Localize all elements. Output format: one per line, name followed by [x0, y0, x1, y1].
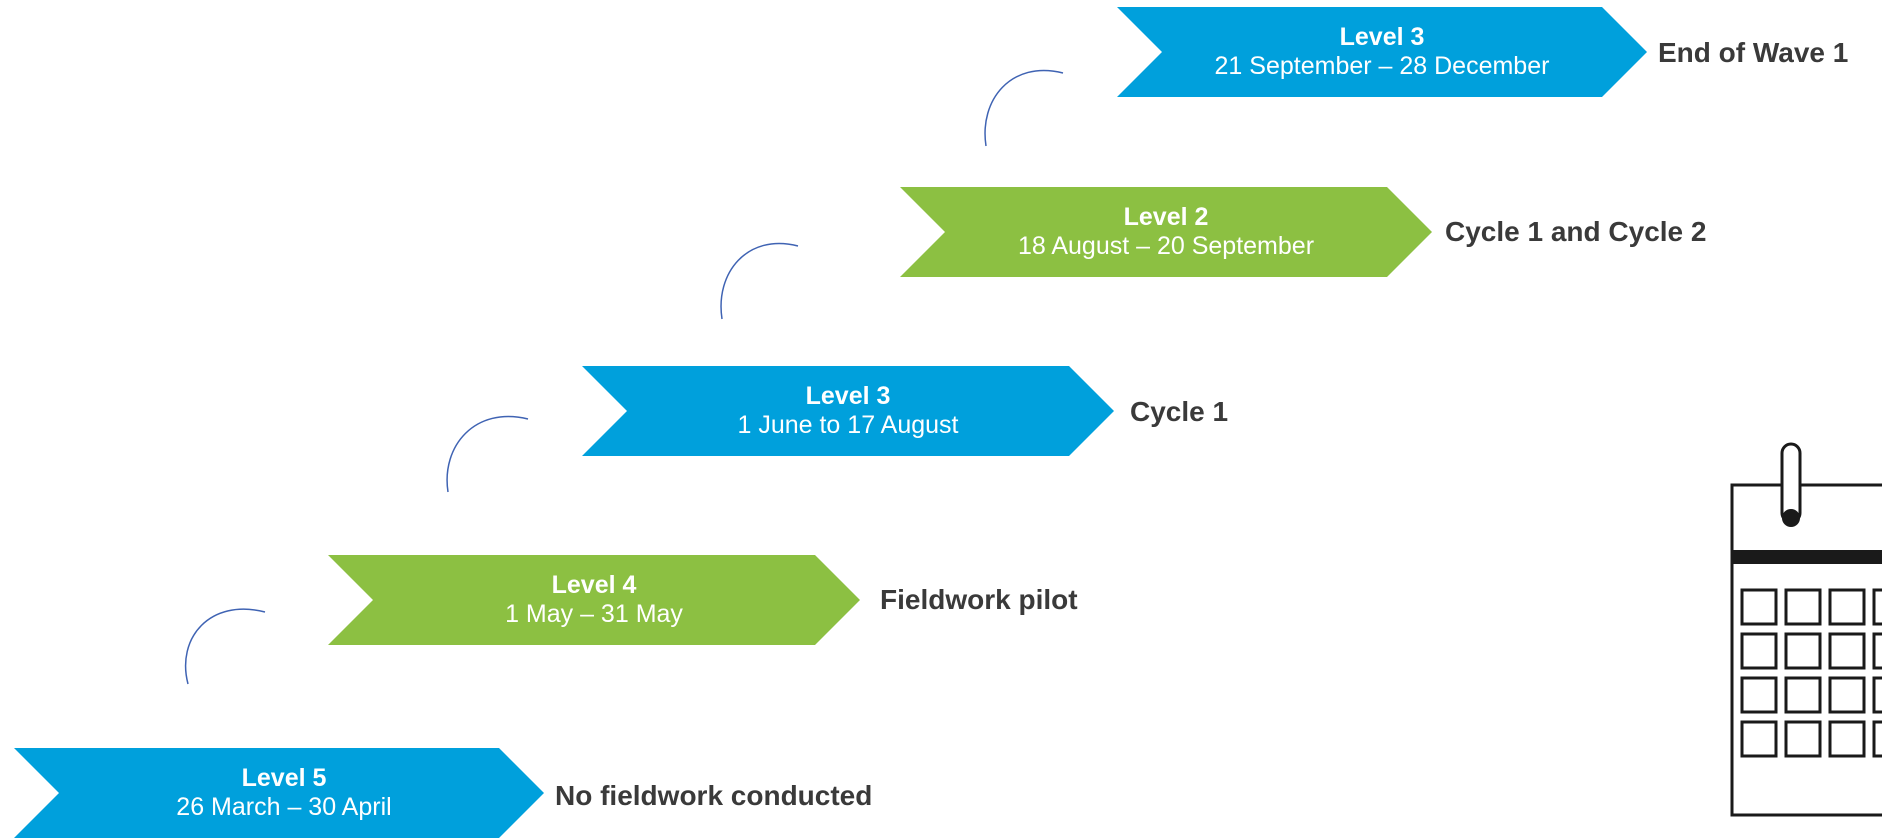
curved-arrow-icon	[184, 608, 266, 685]
date-range: 18 August – 20 September	[1017, 232, 1315, 260]
chevron-step-2: Level 4 1 May – 31 May	[328, 555, 860, 645]
chevron-shape	[328, 555, 860, 645]
curved-arrow-icon	[720, 242, 799, 320]
date-range: 1 June to 17 August	[737, 411, 959, 439]
level-label: Level 3	[805, 382, 891, 411]
chevron-shape	[1117, 7, 1647, 97]
chevron-step-3: Level 3 1 June to 17 August	[582, 366, 1114, 456]
level-label: Level 4	[551, 571, 637, 600]
date-range: 21 September – 28 December	[1214, 52, 1550, 80]
level-label: Level 5	[241, 764, 327, 793]
chevron-step-4: Level 2 18 August – 20 September	[900, 187, 1432, 277]
curved-arrow-icon	[446, 415, 529, 493]
level-label: Level 2	[1123, 203, 1209, 232]
outcome-label: No fieldwork conducted	[555, 780, 873, 811]
chevron-shape	[14, 748, 544, 838]
chevron-step-5: Level 3 21 September – 28 December	[1117, 7, 1647, 97]
chevron-step-1: Level 5 26 March – 30 April	[14, 748, 544, 838]
level-label: Level 3	[1339, 23, 1425, 52]
date-range: 1 May – 31 May	[505, 600, 683, 628]
date-range: 26 March – 30 April	[176, 793, 392, 821]
chevron-shape	[582, 366, 1114, 456]
chevron-shape	[900, 187, 1432, 277]
outcome-label: Cycle 1	[1130, 396, 1229, 427]
curved-arrow-icon	[984, 69, 1064, 147]
outcome-label: End of Wave 1	[1658, 37, 1849, 68]
outcome-label: Cycle 1 and Cycle 2	[1445, 216, 1707, 247]
outcome-label: Fieldwork pilot	[880, 584, 1078, 615]
calendar-icon	[1730, 442, 1882, 817]
